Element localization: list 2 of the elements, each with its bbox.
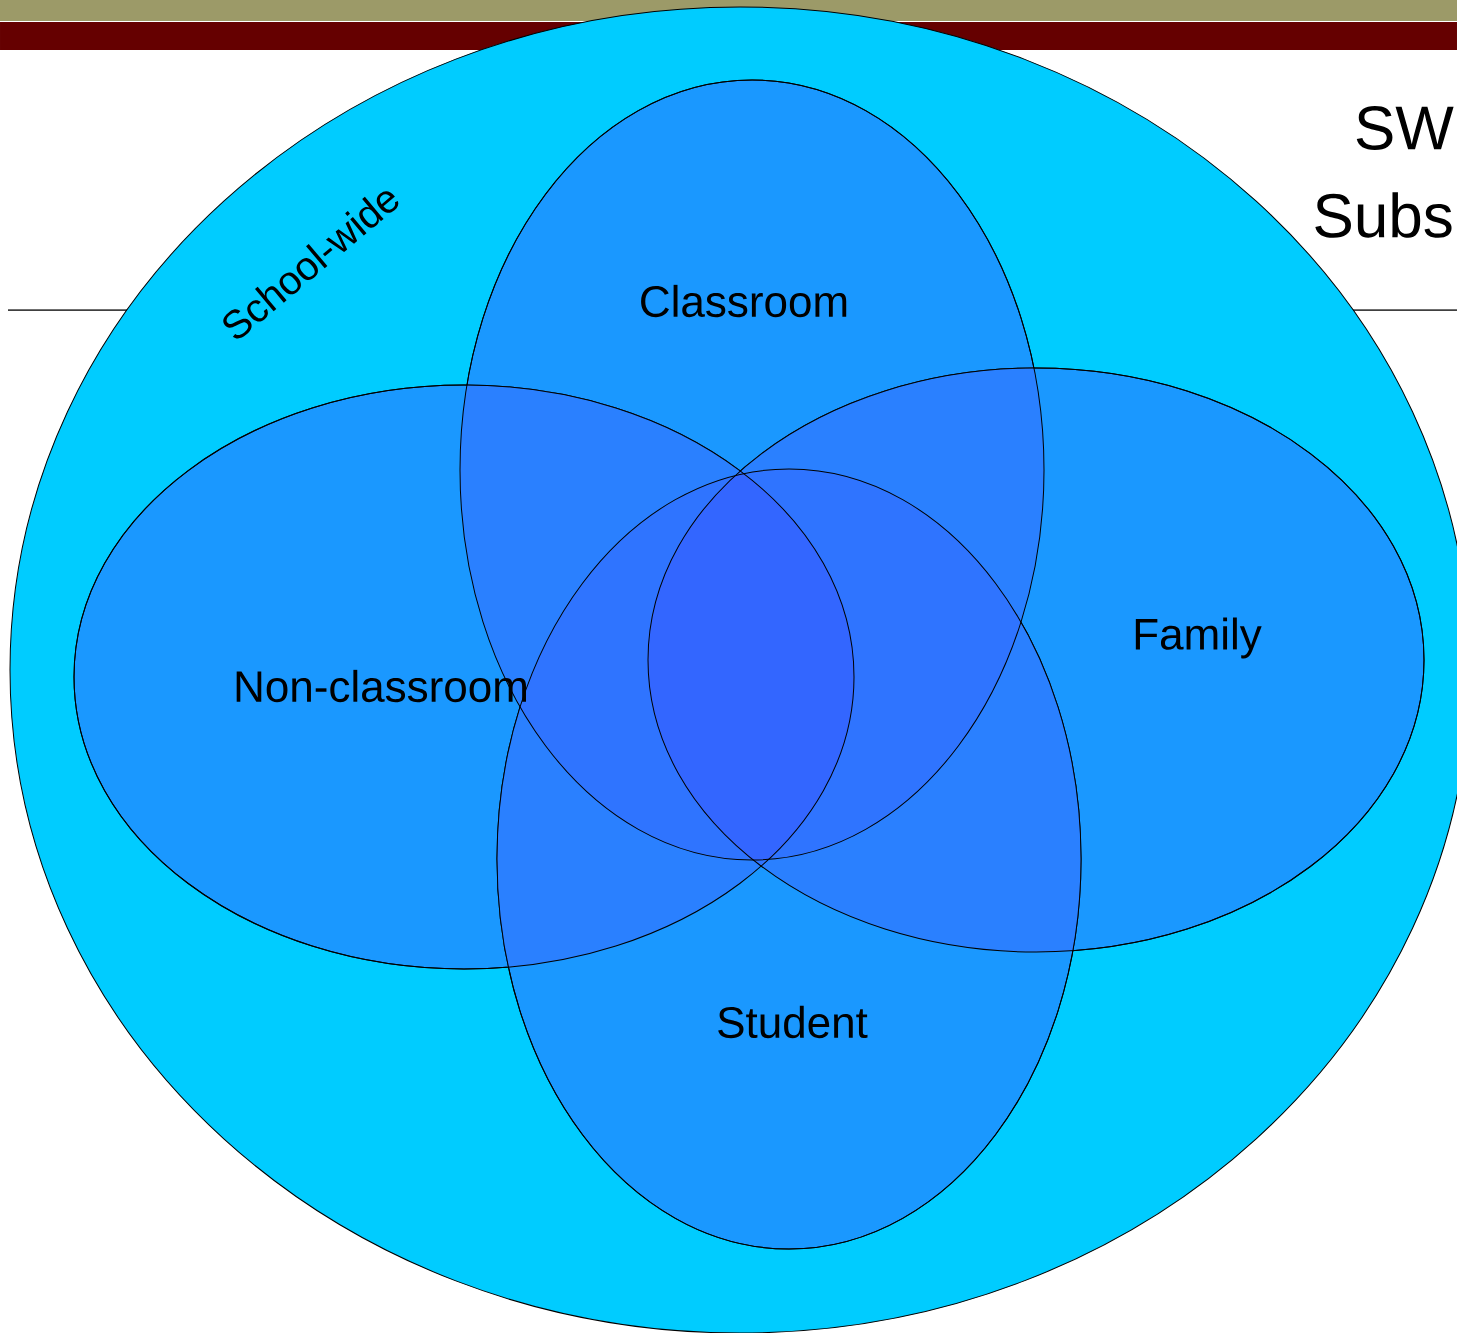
title-text: SW bbox=[1356, 106, 1454, 150]
title-text: Subs bbox=[1315, 192, 1452, 238]
